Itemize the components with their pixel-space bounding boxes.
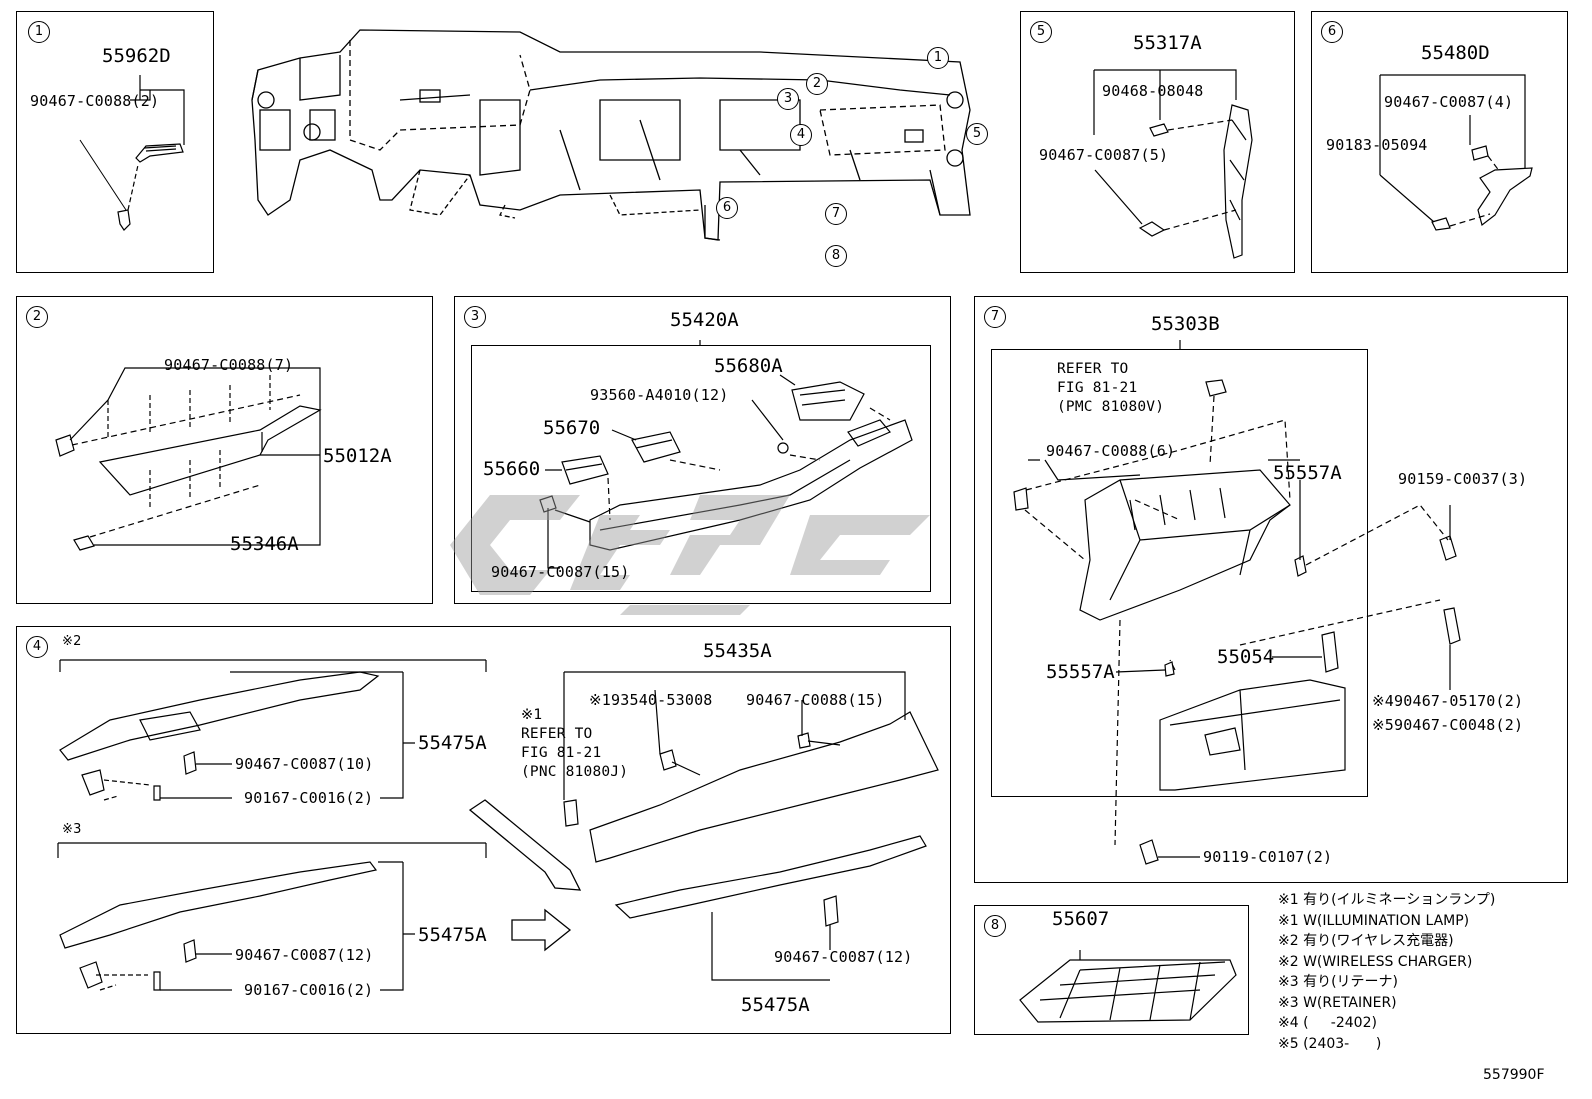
part-55475A-wireless[interactable]: 55475A xyxy=(418,732,487,754)
legend-item: ※2 有り(ワイヤレス充電器) xyxy=(1278,933,1454,949)
legend-item: ※2 W(WIRELESS CHARGER) xyxy=(1278,953,1473,970)
panel-4-number: 4 xyxy=(26,636,48,658)
clip-90467-C0088-6[interactable]: 90467-C0088(6) xyxy=(1046,442,1176,460)
part-55475A-retainer[interactable]: 55475A xyxy=(418,924,487,946)
part-55480D[interactable]: 55480D xyxy=(1421,42,1490,64)
panel-6-number: 6 xyxy=(1321,21,1343,43)
hotspot-1[interactable]: 1 xyxy=(927,47,949,69)
panel-6-parts xyxy=(1379,74,1533,231)
clip-90467-C0087-12-a[interactable]: 90467-C0087(12) xyxy=(235,946,374,964)
hotspot-2[interactable]: 2 xyxy=(806,73,828,95)
figure-code: 557990F xyxy=(1483,1067,1545,1083)
part-55346A[interactable]: 55346A xyxy=(230,533,299,555)
clip-90183-05094[interactable]: 90183-05094 xyxy=(1326,136,1428,154)
panel-3-parts xyxy=(539,340,913,569)
bolt-93540-53008[interactable]: ※193540-53008 xyxy=(589,691,713,709)
legend-item: ※1 W(ILLUMINATION LAMP) xyxy=(1278,912,1470,929)
part-55317A[interactable]: 55317A xyxy=(1133,32,1202,54)
assy-55435A[interactable]: 55435A xyxy=(703,640,772,662)
legend-item: ※3 W(RETAINER) xyxy=(1278,994,1397,1011)
panel-3 xyxy=(454,296,951,604)
dashboard-overview xyxy=(251,29,971,241)
panel-8-parts xyxy=(1019,950,1237,1023)
part-55607[interactable]: 55607 xyxy=(1052,908,1110,930)
clip-90468-08048[interactable]: 90468-08048 xyxy=(1102,82,1204,100)
panel-2 xyxy=(16,296,433,604)
bolt-90159-C0037-3[interactable]: 90159-C0037(3) xyxy=(1398,470,1528,488)
watermark xyxy=(450,495,930,615)
clip-90467-C0088-7[interactable]: 90467-C0088(7) xyxy=(164,356,294,374)
hotspot-8[interactable]: 8 xyxy=(825,245,847,267)
clip-90467-C0087-4[interactable]: 90467-C0087(4) xyxy=(1384,93,1514,111)
clip-90467-C0048-2[interactable]: ※590467-C0048(2) xyxy=(1372,716,1524,734)
part-55670[interactable]: 55670 xyxy=(543,417,601,439)
panel-5 xyxy=(1020,11,1295,273)
clip-90467-C0087-10[interactable]: 90467-C0087(10) xyxy=(235,755,374,773)
part-55680A[interactable]: 55680A xyxy=(714,355,783,377)
part-55962D[interactable]: 55962D xyxy=(102,45,171,67)
panel-5-parts xyxy=(1093,69,1253,259)
assy-55420A[interactable]: 55420A xyxy=(670,309,739,331)
clip-90467-C0087-12-b[interactable]: 90467-C0087(12) xyxy=(774,948,913,966)
clip-90467-C0087-5[interactable]: 90467-C0087(5) xyxy=(1039,146,1169,164)
assy-55303B[interactable]: 55303B xyxy=(1151,313,1220,335)
panel-1 xyxy=(16,11,214,273)
legend-item: ※3 有り(リテーナ) xyxy=(1278,974,1399,990)
variant-mark-3: ※3 xyxy=(62,822,82,837)
clip-90467-C0088-15[interactable]: 90467-C0088(15) xyxy=(746,691,885,709)
hotspot-6[interactable]: 6 xyxy=(716,197,738,219)
part-55660[interactable]: 55660 xyxy=(483,458,541,480)
legend-item: ※1 有り(イルミネーションランプ) xyxy=(1278,892,1496,908)
part-55054[interactable]: 55054 xyxy=(1217,646,1275,668)
clip-90467-C0088-2[interactable]: 90467-C0088(2) xyxy=(30,92,160,110)
panel-7-parts xyxy=(1013,340,1461,865)
panel-7 xyxy=(974,296,1568,883)
variant-mark-2: ※2 xyxy=(62,634,82,649)
refer-note-81080J[interactable]: ※1 REFER TO FIG 81-21 (PNC 81080J) xyxy=(521,707,629,780)
panel-2-parts xyxy=(55,367,322,551)
hotspot-3[interactable]: 3 xyxy=(777,88,799,110)
part-55012A[interactable]: 55012A xyxy=(323,445,392,467)
panel-8-number: 8 xyxy=(984,915,1006,937)
legend-item: ※4 ( -2402) xyxy=(1278,1015,1377,1031)
panel-2-number: 2 xyxy=(26,306,48,328)
panel-1-parts xyxy=(79,75,185,231)
panel-3-number: 3 xyxy=(464,306,486,328)
hotspot-7[interactable]: 7 xyxy=(825,203,847,225)
clip-90467-05170-2[interactable]: ※490467-05170(2) xyxy=(1372,692,1524,710)
panel-7-number: 7 xyxy=(984,306,1006,328)
clip-90467-C0087-15[interactable]: 90467-C0087(15) xyxy=(491,563,630,581)
screw-90167-C0016-2-a[interactable]: 90167-C0016(2) xyxy=(244,789,374,807)
panel-4 xyxy=(16,626,951,1034)
screw-93560-A4010-12[interactable]: 93560-A4010(12) xyxy=(590,386,729,404)
part-55475A-base[interactable]: 55475A xyxy=(741,994,810,1016)
hotspot-4[interactable]: 4 xyxy=(790,124,812,146)
panel-5-number: 5 xyxy=(1030,21,1052,43)
hotspot-5[interactable]: 5 xyxy=(966,123,988,145)
legend-item: ※5 (2403- ) xyxy=(1278,1035,1382,1052)
panel-4-parts xyxy=(57,659,939,991)
part-55557A-lower[interactable]: 55557A xyxy=(1046,661,1115,683)
panel-3-assy-box xyxy=(471,345,931,592)
part-55557A-upper[interactable]: 55557A xyxy=(1273,462,1342,484)
variant-legend: ※1 有り(イルミネーションランプ) ※1 W(ILLUMINATION LAM… xyxy=(1278,890,1495,1054)
screw-90119-C0107-2[interactable]: 90119-C0107(2) xyxy=(1203,848,1333,866)
screw-90167-C0016-2-b[interactable]: 90167-C0016(2) xyxy=(244,981,374,999)
panel-1-number: 1 xyxy=(28,21,50,43)
refer-note-81080V[interactable]: REFER TO FIG 81-21 (PMC 81080V) xyxy=(1057,361,1165,415)
